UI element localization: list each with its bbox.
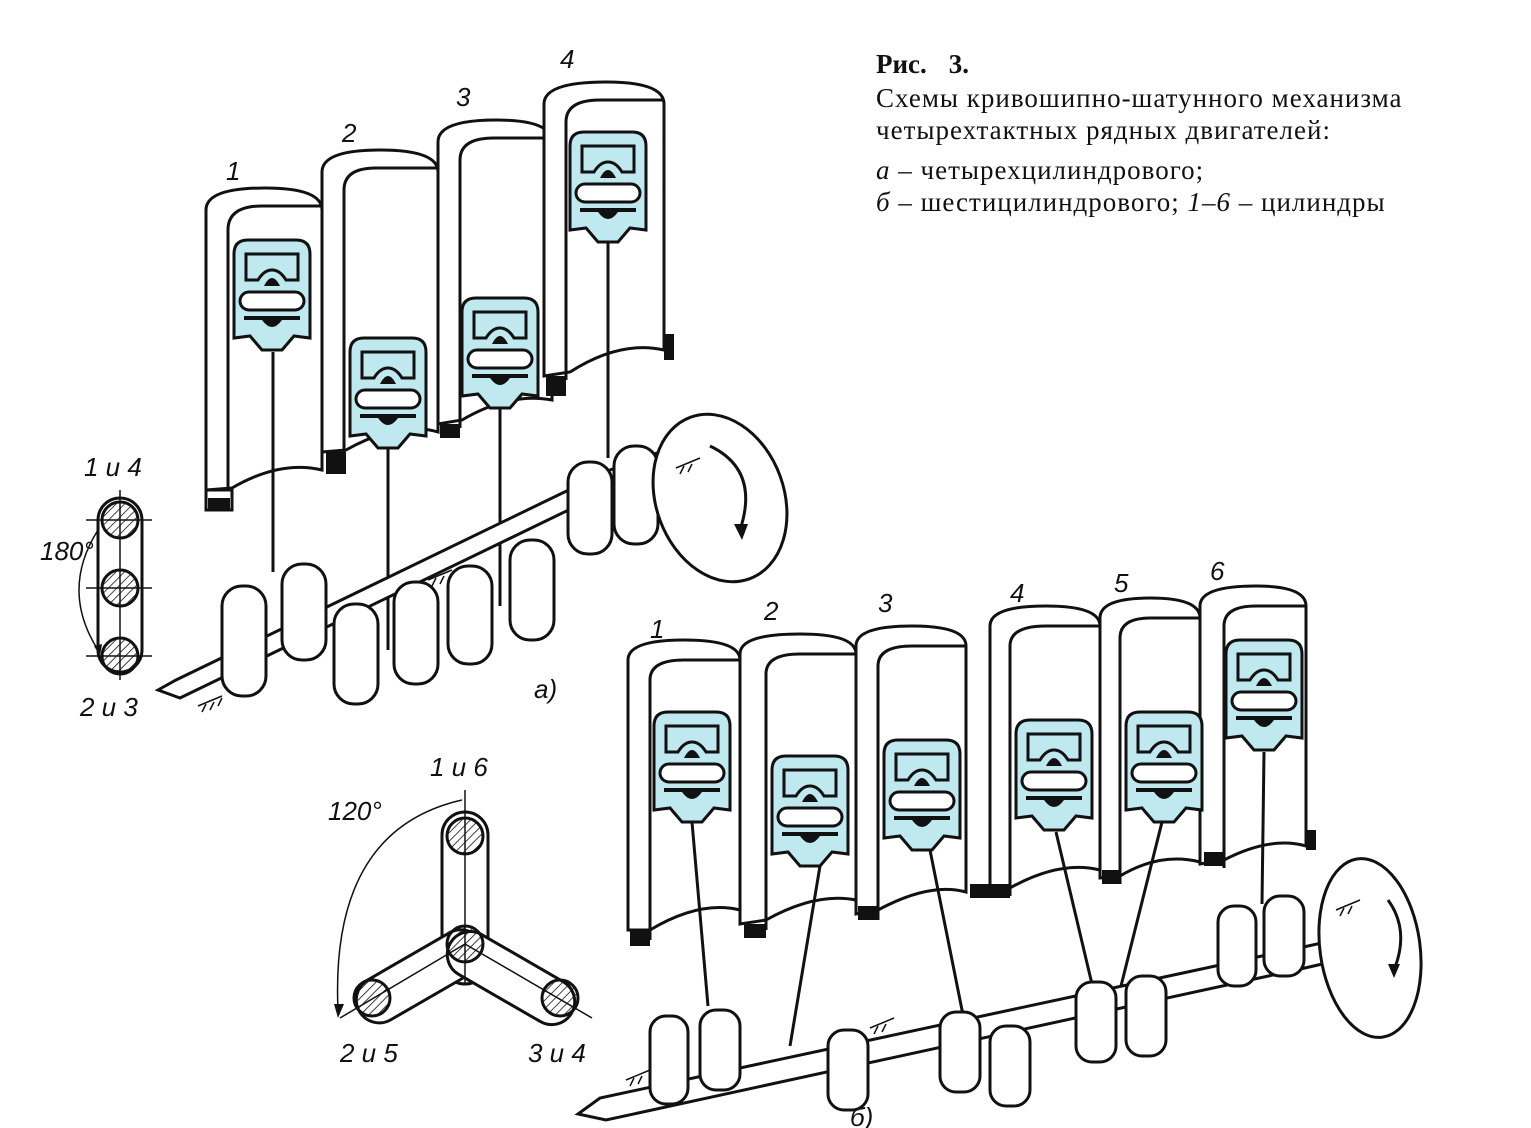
item-a-text: четырехцилиндрового; [920, 155, 1205, 185]
fig-number: 3. [948, 49, 970, 79]
crank-b-right-label: 3 и 4 [528, 1038, 586, 1068]
diagram-b [334, 584, 1423, 1122]
piston-a2 [348, 336, 428, 450]
cyl-a2-number: 2 [341, 118, 357, 148]
cyl-a4-number: 4 [560, 44, 574, 74]
item-range-dash: – [1238, 187, 1254, 217]
cyl-b3-number: 3 [878, 588, 893, 618]
crank-b-top-label: 1 и 6 [430, 752, 488, 782]
item-b-dash: – [898, 187, 913, 217]
item-range: 1–6 [1187, 187, 1231, 217]
item-b-text: шестицилиндрового; [920, 187, 1180, 217]
diagram-a [78, 80, 789, 713]
piston-b4 [1014, 718, 1094, 832]
cyl-b5-number: 5 [1114, 568, 1129, 598]
piston-b3 [882, 738, 962, 852]
item-range-text: цилиндры [1261, 187, 1386, 217]
piston-b6 [1224, 638, 1304, 752]
caption-item-b: б – шестицилиндрового; 1–6 – цилиндры [876, 186, 1506, 218]
crank-phase-a [78, 490, 152, 680]
crank-phase-b [334, 790, 593, 1027]
caption-item-a: а – четырехцилиндрового; [876, 154, 1506, 186]
fig-label: Рис. [876, 49, 927, 79]
cyl-b1-number: 1 [650, 614, 664, 644]
cyl-b4-number: 4 [1010, 578, 1024, 608]
piston-a4 [568, 130, 648, 244]
crankshaft-a [154, 412, 789, 713]
figure-caption: Рис. 3. Схемы кривошипно-шатунного механи… [876, 46, 1506, 218]
caption-line-1: Схемы кривошипно-шатунного механизма [876, 83, 1403, 113]
item-a-letter: а [876, 155, 891, 185]
piston-b5 [1124, 710, 1204, 824]
cyl-a1-number: 1 [226, 156, 240, 186]
angle-b-label: 120° [328, 796, 382, 826]
crankshaft-b [574, 857, 1423, 1122]
item-a-dash: – [898, 155, 913, 185]
diagram-a-label: а) [534, 674, 557, 704]
figure-title: Рис. 3. [876, 46, 1506, 82]
piston-b2 [770, 754, 850, 868]
piston-b1 [652, 710, 732, 824]
cyl-b2-number: 2 [763, 596, 779, 626]
item-b-letter: б [876, 187, 891, 217]
crank-b-left-label: 2 и 5 [339, 1038, 398, 1068]
caption-line-2: четырехтактных рядных двигателей: [876, 115, 1331, 145]
angle-a-label: 180° [40, 536, 94, 566]
crank-a-bottom-label: 2 и 3 [79, 692, 138, 722]
cyl-b6-number: 6 [1210, 556, 1225, 586]
diagram-b-label: б) [850, 1102, 873, 1128]
crank-a-top-label: 1 и 4 [84, 452, 142, 482]
piston-a1 [232, 238, 312, 352]
piston-a3 [460, 296, 540, 410]
cyl-a3-number: 3 [456, 82, 471, 112]
